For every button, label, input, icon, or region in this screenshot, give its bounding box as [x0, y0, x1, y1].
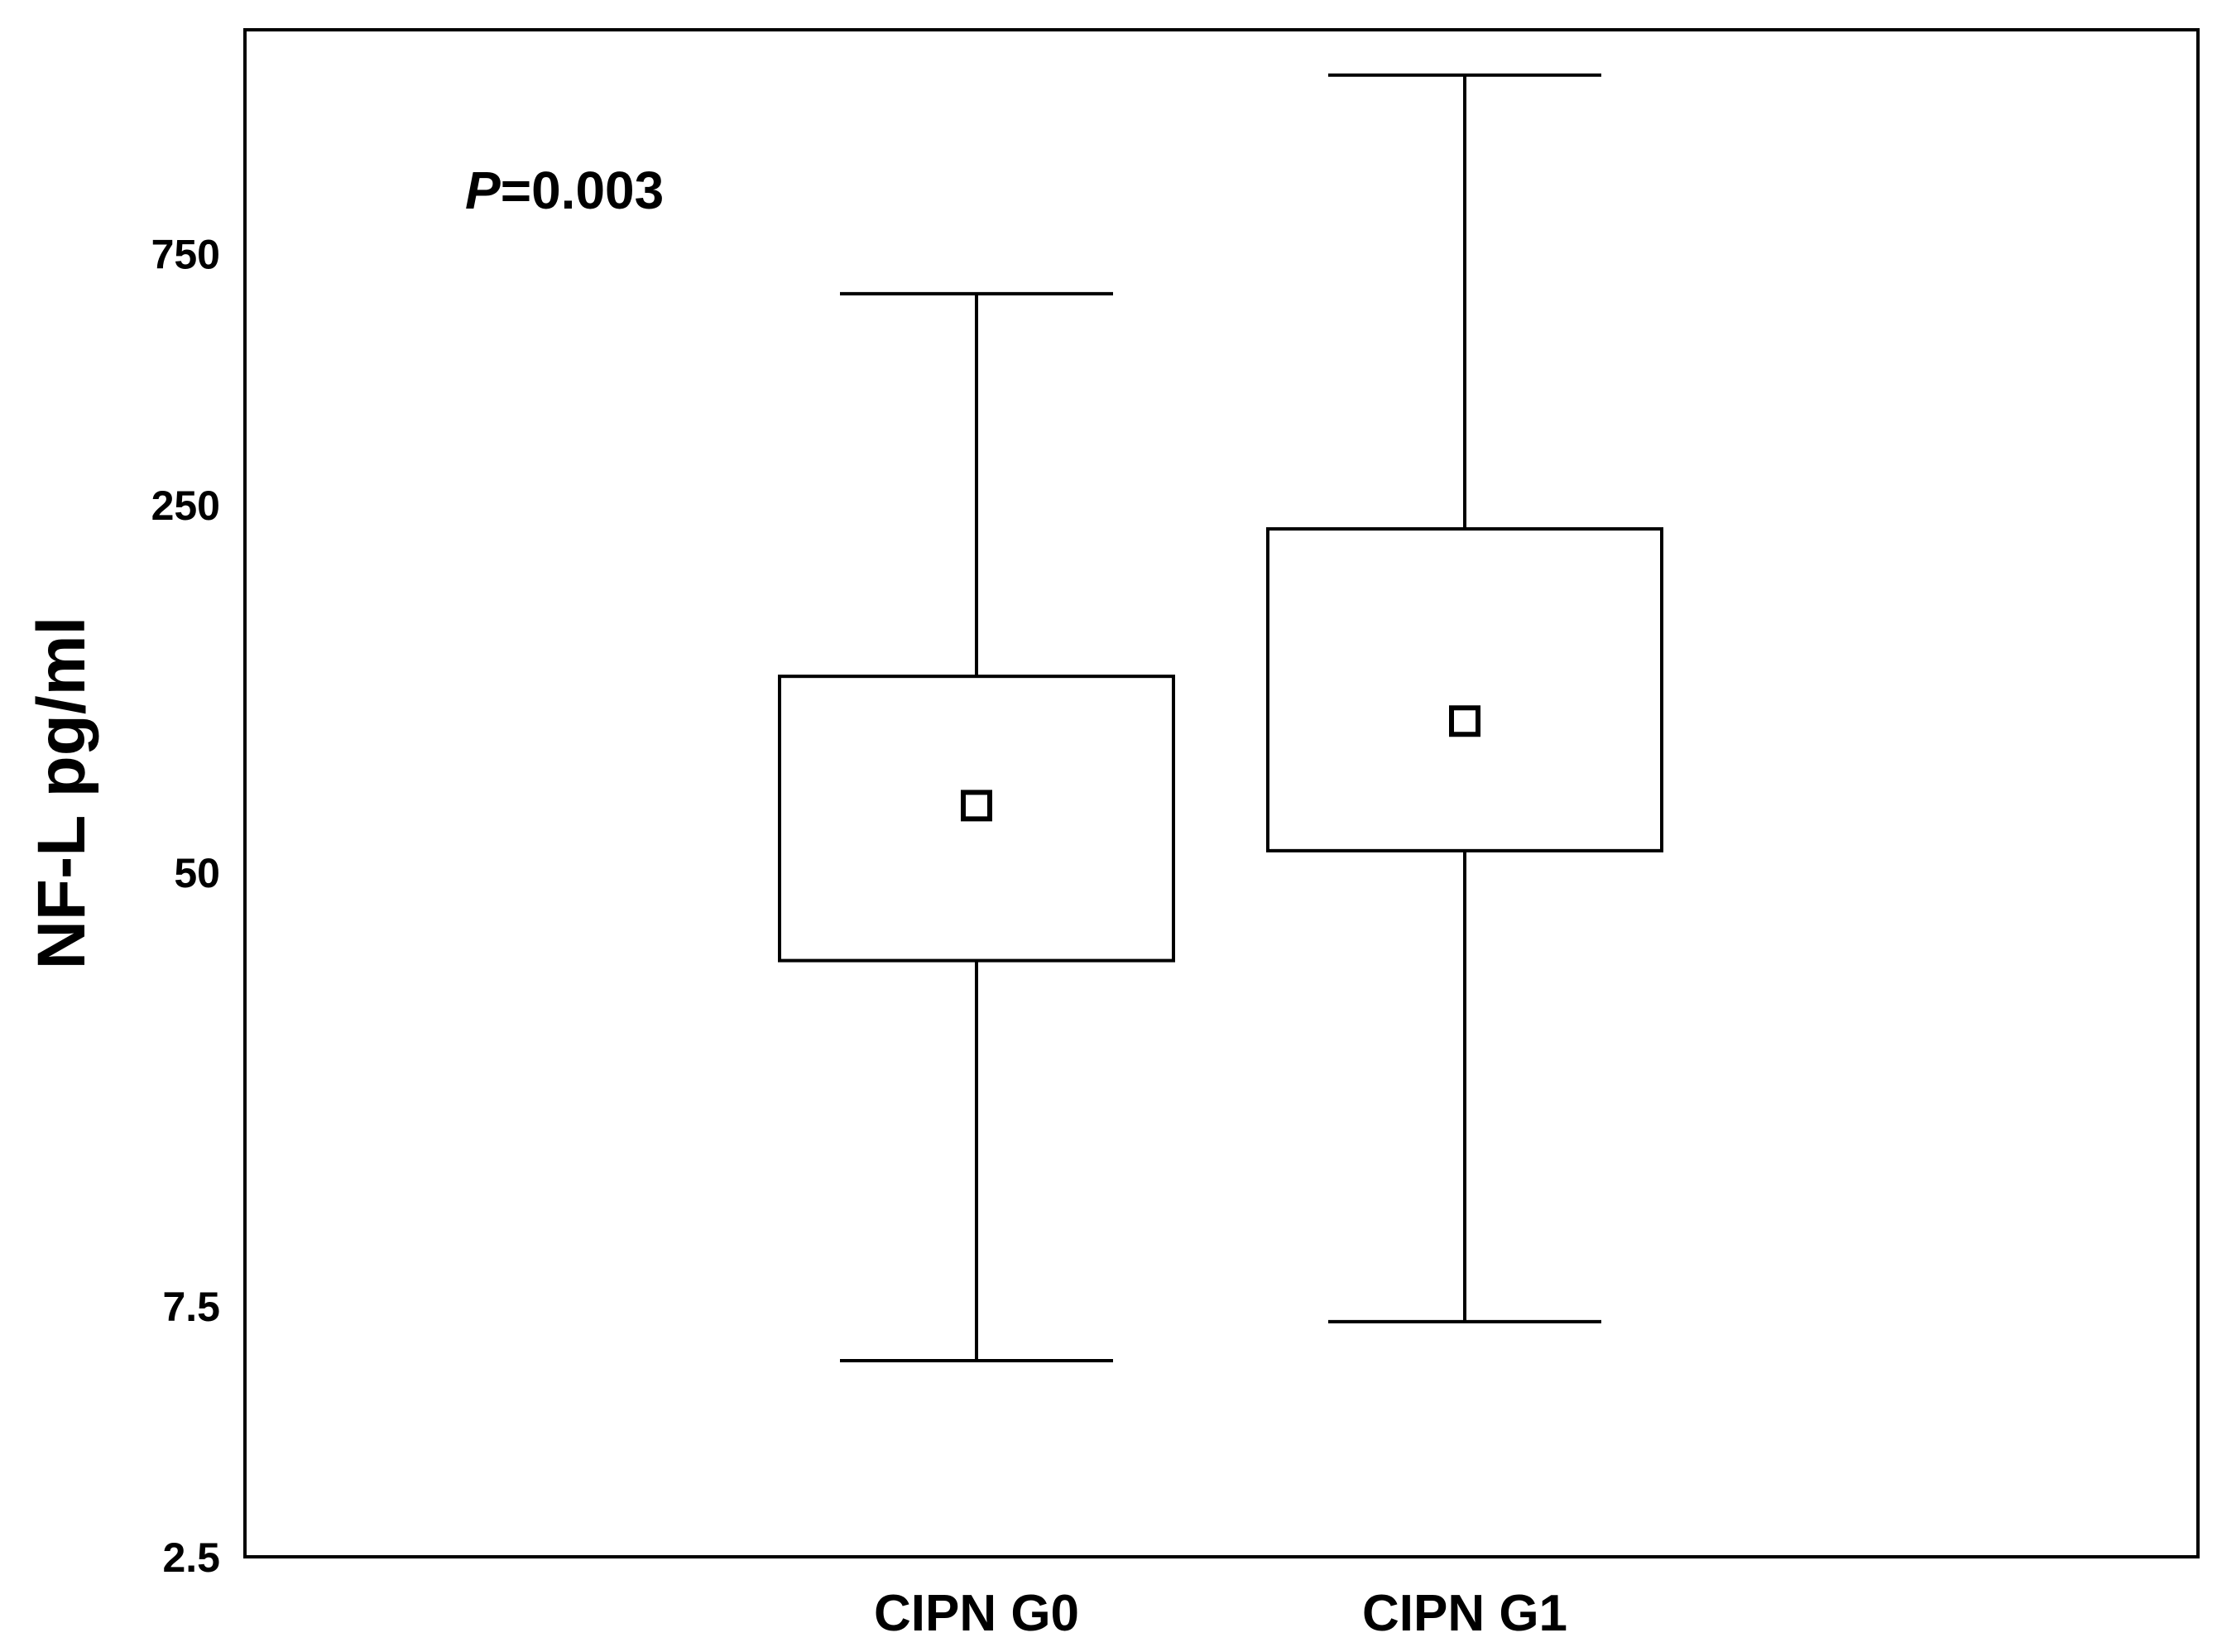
mean-marker	[1449, 705, 1480, 737]
p-value-annotation: P=0.003	[465, 161, 664, 220]
y-tick-label: 50	[174, 850, 220, 896]
y-tick-label: 2.5	[162, 1534, 220, 1581]
category-label: CIPN G0	[874, 1585, 1079, 1642]
mean-marker	[961, 790, 992, 822]
y-tick-label: 7.5	[162, 1284, 220, 1330]
plot-frame	[243, 28, 2200, 1558]
y-axis-label: NF-L pg/ml	[24, 617, 99, 970]
iqr-box	[1266, 527, 1663, 852]
p-value-italic-p: P	[465, 161, 501, 220]
y-tick-label: 250	[151, 483, 220, 529]
category-label: CIPN G1	[1362, 1585, 1567, 1642]
y-tick-label: 750	[151, 232, 220, 278]
p-value-text: =0.003	[501, 161, 665, 220]
